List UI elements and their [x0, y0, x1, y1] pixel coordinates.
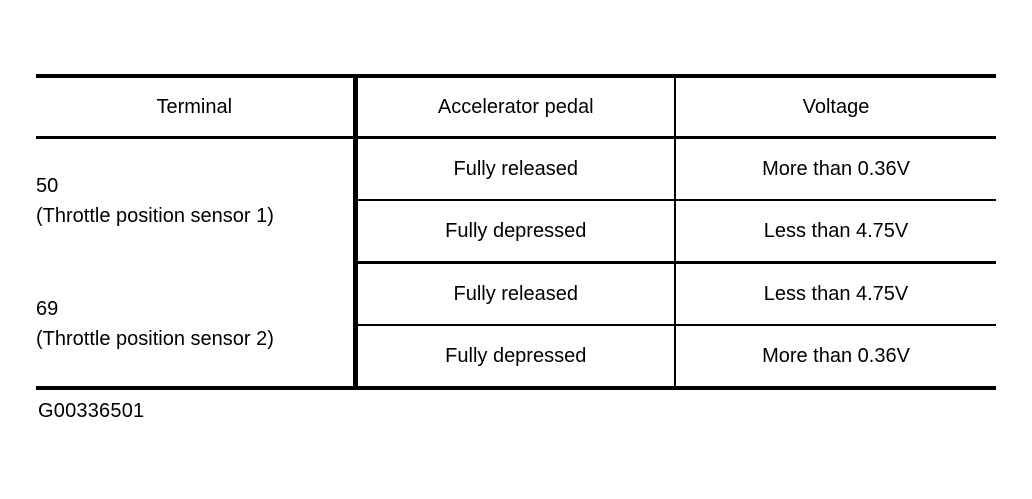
terminal-description: (Throttle position sensor 1) [36, 204, 274, 227]
column-header-terminal: Terminal [36, 74, 358, 139]
table-header: Terminal Accelerator pedal Voltage [36, 74, 996, 139]
table-row: 50 (Throttle position sensor 1) Fully re… [36, 137, 996, 263]
terminal-number: 50 [36, 174, 59, 197]
terminal-cell-50: 50 (Throttle position sensor 1) [36, 137, 358, 263]
column-header-accelerator-pedal: Accelerator pedal [355, 74, 676, 139]
table-row: 69 (Throttle position sensor 2) Fully re… [36, 262, 996, 390]
voltage-value-cell: More than 0.36V [675, 325, 996, 390]
table-header-row: Terminal Accelerator pedal Voltage [36, 74, 996, 139]
pedal-state-cell: Fully depressed [355, 325, 676, 390]
terminal-description: (Throttle position sensor 2) [36, 328, 274, 351]
pedal-state-cell: Fully depressed [355, 200, 676, 264]
pedal-state-cell: Fully released [355, 137, 676, 201]
table-body: 50 (Throttle position sensor 1) Fully re… [36, 137, 996, 390]
terminal-number: 69 [36, 298, 59, 321]
voltage-value-cell: Less than 4.75V [675, 200, 996, 264]
table-row: Fully depressed More than 0.36V [36, 325, 996, 390]
pedal-state-cell: Fully released [355, 262, 676, 326]
figure-id-caption: G00336501 [38, 400, 145, 422]
table-row: Fully depressed Less than 4.75V [36, 200, 996, 264]
voltage-value-cell: Less than 4.75V [675, 262, 996, 326]
column-header-voltage: Voltage [675, 74, 996, 139]
terminal-voltage-table: Terminal Accelerator pedal Voltage 50 (T… [36, 74, 996, 390]
voltage-value-cell: More than 0.36V [675, 137, 996, 201]
spec-table-container: Terminal Accelerator pedal Voltage 50 (T… [36, 74, 996, 390]
terminal-cell-69: 69 (Throttle position sensor 2) [36, 262, 358, 390]
